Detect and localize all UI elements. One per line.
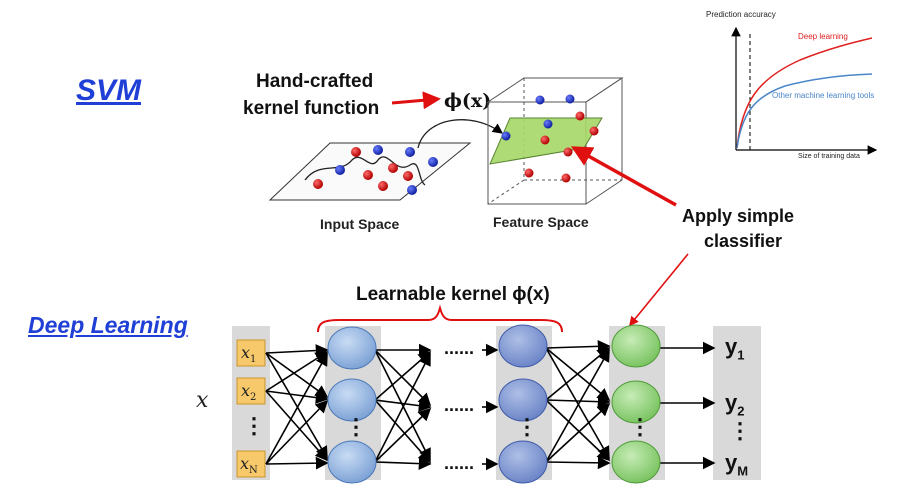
input-box-n [236,450,266,478]
phi-x-label: ϕ(x) [444,90,492,112]
x-variable: x [196,388,209,413]
input-box-1 [236,339,266,367]
input-vdots: ⋮ [243,413,265,438]
output-vdots: ⋮ [729,418,751,443]
ellipsis-row-1: ...... [444,338,475,358]
green-node-1 [611,324,661,368]
mapping-arrow [417,119,504,149]
apply-arrow-upper [570,146,677,207]
green-node-3 [611,440,661,484]
hidden2-vdots: ⋮ [516,414,538,439]
hidden2-node-2 [498,378,548,422]
connections-hidden1-dots [374,343,432,470]
hidden2-node-3 [498,440,548,484]
apply-arrow-lower [628,253,689,327]
connections-input-hidden1 [265,344,329,470]
input-label-1: x1 [241,343,257,366]
hidden1-node-1 [327,326,377,370]
hidden1-vdots: ⋮ [345,414,367,439]
svm-title: SVM [76,74,142,107]
green-vdots: ⋮ [629,414,651,439]
connections-green-output [660,341,716,470]
apply-classifier-line2: classifier [704,231,783,251]
input-label-2: x2 [241,381,257,404]
handcrafted-label-line1: Hand-crafted [256,71,374,92]
input-box-2 [236,377,266,405]
inset-ylabel: Prediction accuracy [706,10,776,19]
other-ml-curve [736,73,873,149]
deep-learning-curve [736,37,873,149]
hidden2-node-1 [498,324,548,368]
learnable-kernel-label: Learnable kernel ϕ(x) [356,284,550,305]
ellipsis-row-2: ...... [444,395,475,415]
hidden1-node-3 [327,440,377,484]
green-node-2 [611,380,661,424]
output-column-bg [713,326,761,480]
hidden1-node-2 [327,378,377,422]
input-label-n: xN [240,454,258,477]
input-space-label: Input Space [320,216,400,232]
learnable-brace [317,304,563,333]
deep-learning-title: Deep Learning [28,312,188,338]
feature-space-label: Feature Space [493,214,589,230]
output-label-1: y1 [725,334,745,363]
output-label-2: y2 [725,390,745,419]
handcrafted-arrow [391,91,441,110]
handcrafted-label-line2: kernel function [243,98,380,119]
connections-dots-hidden2 [482,343,499,471]
inset-xlabel: Size of training data [798,153,860,160]
legend-other-ml: Other machine learning tools [772,91,875,100]
output-label-m: yM [725,450,749,479]
inset-chart [731,26,878,155]
input-space-plane [268,142,472,201]
connections-hidden2-green [545,339,611,470]
apply-classifier-line1: Apply simple [682,206,795,226]
ellipsis-row-3: ...... [444,453,475,473]
legend-deep-learning: Deep learning [798,32,848,41]
